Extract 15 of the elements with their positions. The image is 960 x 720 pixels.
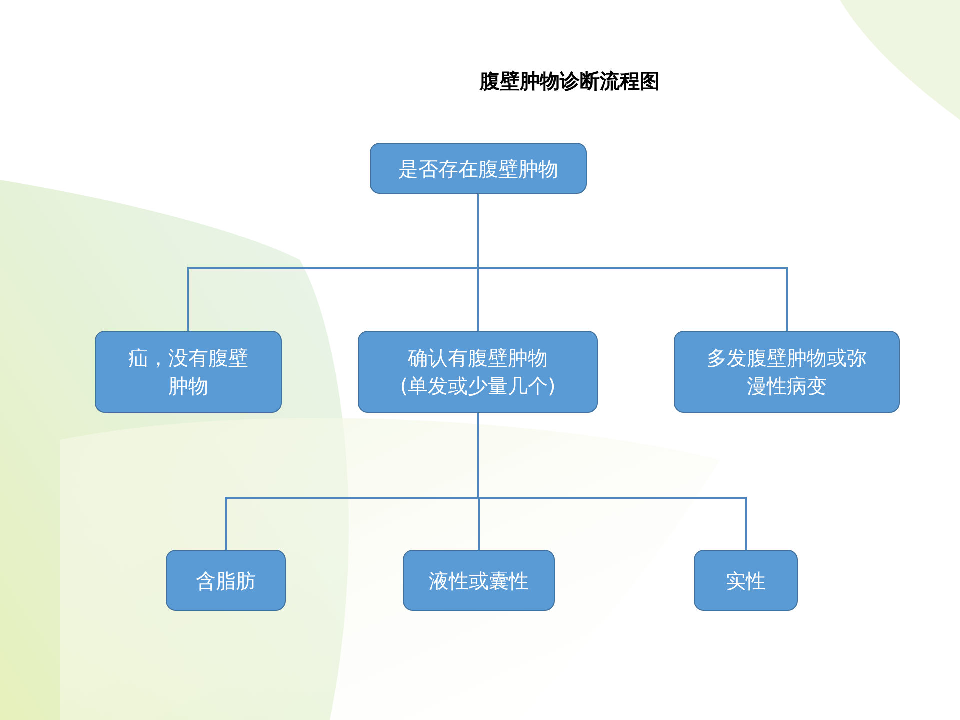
node-label: 疝，没有腹壁肿物 xyxy=(128,345,250,400)
process-box xyxy=(694,550,798,611)
node-label: 含脂肪 xyxy=(195,568,257,594)
process-box xyxy=(403,550,555,611)
diagram-title: 腹壁肿物诊断流程图 xyxy=(480,68,660,95)
node-label: 确认有腹壁肿物(单发或少量几个) xyxy=(399,345,557,400)
node-label: 液性或囊性 xyxy=(428,568,530,594)
process-box xyxy=(370,143,587,194)
process-box xyxy=(166,550,286,611)
process-box xyxy=(358,331,598,413)
process-box xyxy=(674,331,900,413)
process-box xyxy=(95,331,282,413)
node-label: 多发腹壁肿物或弥漫性病变 xyxy=(706,345,868,400)
node-label: 是否存在腹壁肿物 xyxy=(398,156,560,182)
node-label: 实性 xyxy=(725,568,767,594)
